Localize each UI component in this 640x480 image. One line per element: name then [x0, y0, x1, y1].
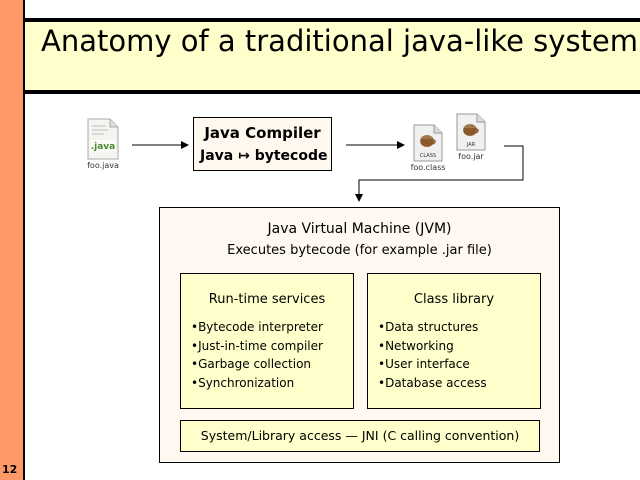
list-item: User interface: [378, 355, 487, 374]
compiler-target: bytecode: [254, 148, 328, 164]
compiler-source-lang: Java: [200, 148, 234, 164]
slide-title: Anatomy of a traditional java-like syste…: [41, 24, 638, 58]
class-library-title: Class library: [413, 292, 495, 307]
list-item: Garbage collection: [191, 355, 323, 374]
slide-title-text: Anatomy of a traditional java-like syste…: [41, 24, 639, 58]
java-file-badge: .java: [91, 142, 116, 152]
class-file-badge: CLASS: [420, 153, 436, 159]
jar-file-icon: JAR: [456, 113, 486, 151]
class-library-box: Class library Data structures Networking…: [367, 273, 541, 409]
class-file-icon: CLASS: [413, 124, 443, 162]
class-library-list: Data structures Networking User interfac…: [378, 318, 487, 392]
title-bar: Anatomy of a traditional java-like syste…: [25, 18, 640, 94]
jar-file-label: foo.jar: [458, 152, 484, 161]
java-file-icon: .java: [87, 118, 119, 160]
list-item: Networking: [378, 337, 487, 356]
class-file-label: foo.class: [410, 163, 446, 172]
jni-box: System/Library access — JNI (C calling c…: [180, 420, 540, 452]
list-item: Data structures: [378, 318, 487, 337]
java-file-label: foo.java: [87, 161, 119, 170]
compiler-box: Java Compiler Java ↦ bytecode: [193, 117, 332, 171]
list-item: Database access: [378, 374, 487, 393]
jvm-subtitle: Executes bytecode (for example .jar file…: [227, 243, 492, 258]
arrow-jar-to-jvm: [355, 145, 524, 202]
runtime-services-title: Run-time services: [208, 292, 326, 307]
list-item: Bytecode interpreter: [191, 318, 323, 337]
compiler-subtitle: Java ↦ bytecode: [200, 148, 328, 164]
page-number: 12: [2, 463, 18, 476]
runtime-services-box: Run-time services Bytecode interpreter J…: [180, 273, 354, 409]
jvm-box: Java Virtual Machine (JVM) Executes byte…: [159, 207, 560, 463]
jar-file-badge: JAR: [466, 142, 476, 148]
list-item: Just-in-time compiler: [191, 337, 323, 356]
maps-to-arrow: ↦: [238, 148, 250, 164]
jvm-title: Java Virtual Machine (JVM): [267, 221, 452, 237]
compiler-title: Java Compiler: [204, 124, 321, 142]
runtime-services-list: Bytecode interpreter Just-in-time compil…: [191, 318, 323, 392]
list-item: Synchronization: [191, 374, 323, 393]
sidebar-strip: 12: [0, 0, 25, 480]
